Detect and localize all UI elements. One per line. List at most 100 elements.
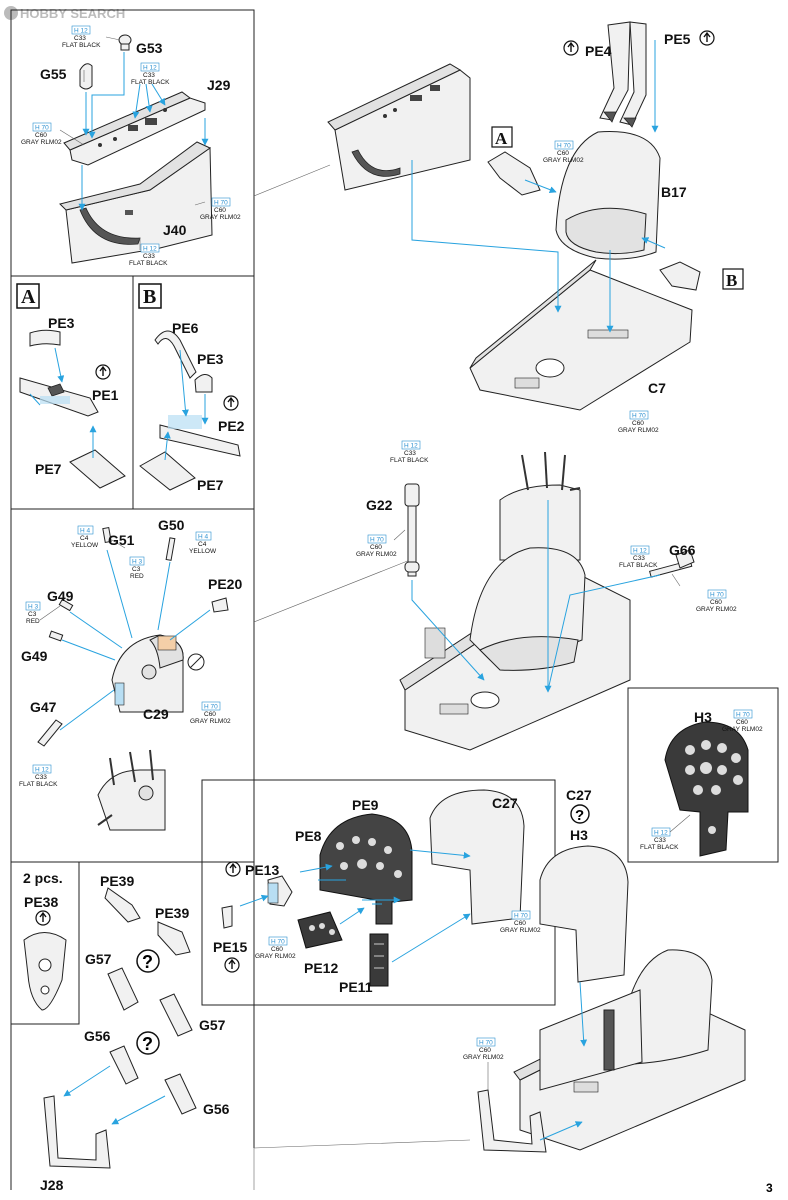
section-a-badge-ref: A: [491, 126, 513, 148]
label-g49-b: G49: [21, 648, 48, 664]
label-j29: J29: [207, 77, 231, 93]
pe39-part: [104, 887, 141, 923]
label-c27-b: C27: [566, 787, 592, 803]
svg-text:C33: C33: [654, 837, 666, 844]
c27-panel-part: [429, 789, 525, 925]
paint-callout-h4: H 4 C4 YELLOW: [71, 525, 99, 549]
j28-bracket-part: [43, 1095, 111, 1169]
paint-callout-h12: H 12 C33 FLAT BLACK: [640, 827, 679, 851]
g22-stick-part: [404, 483, 420, 577]
label-pe8: PE8: [295, 828, 322, 844]
svg-text:RED: RED: [130, 573, 144, 580]
svg-text:C33: C33: [143, 72, 155, 79]
label-g50: G50: [158, 517, 185, 533]
svg-text:FLAT BLACK: FLAT BLACK: [390, 457, 429, 464]
svg-text:C60: C60: [514, 920, 526, 927]
c27-h3-panel-part: [539, 845, 629, 983]
panel-frames: [10, 9, 779, 1190]
g47-part: [37, 719, 63, 747]
label-g56: G56: [84, 1028, 111, 1044]
g50-part: [165, 537, 176, 561]
up-arrow-icon: [563, 40, 579, 56]
svg-text:C60: C60: [479, 1047, 491, 1054]
c7-floor-part: [469, 259, 693, 411]
svg-text:H 70: H 70: [632, 413, 646, 420]
svg-text:C60: C60: [204, 711, 216, 718]
pe7-part-b: [139, 451, 196, 491]
label-g47: G47: [30, 699, 57, 715]
svg-text:GRAY RLM02: GRAY RLM02: [21, 139, 62, 146]
question-mark-icon: ?: [570, 804, 590, 824]
svg-text:GRAY RLM02: GRAY RLM02: [722, 726, 763, 733]
question-mark-icon: ?: [136, 1031, 160, 1055]
svg-text:GRAY RLM02: GRAY RLM02: [463, 1054, 504, 1061]
j29-console-part: [63, 91, 206, 166]
svg-text:YELLOW: YELLOW: [71, 542, 99, 549]
paint-callout-h12: H 12 C33 FLAT BLACK: [62, 25, 101, 49]
j40-sidewall-part: [59, 141, 213, 264]
seat-bracket-a-part: [487, 151, 541, 196]
svg-text:C60: C60: [632, 420, 644, 427]
svg-text:C4: C4: [198, 541, 207, 548]
svg-text:H 3: H 3: [28, 604, 39, 611]
up-arrow-icon: [95, 364, 111, 380]
label-g53: G53: [136, 40, 163, 56]
g57-part: [107, 967, 139, 1011]
section-a-badge: A: [16, 283, 40, 309]
svg-text:C33: C33: [74, 35, 86, 42]
label-pe1: PE1: [92, 387, 119, 403]
g49-part: [48, 598, 74, 642]
watermark-text: HOBBY SEARCH: [20, 6, 125, 21]
svg-text:H 70: H 70: [710, 592, 724, 599]
paint-callout-h70: H 70 C60 GRAY RLM02: [21, 122, 62, 146]
svg-text:H 4: H 4: [198, 534, 209, 541]
seat-bracket-b-part: [659, 261, 701, 291]
paint-callout-h3: H 3 C3 RED: [25, 601, 41, 625]
svg-text:H 3: H 3: [132, 559, 143, 566]
paint-callout-h12: H 12 C33 FLAT BLACK: [619, 545, 658, 569]
j28-final-part: [477, 1089, 547, 1153]
final-cockpit-assembly-part: [513, 949, 746, 1151]
label-pe6: PE6: [172, 320, 199, 336]
svg-text:GRAY RLM02: GRAY RLM02: [356, 551, 397, 558]
label-pe7-b: PE7: [197, 477, 224, 493]
svg-text:B: B: [143, 286, 156, 308]
pe15-part: [221, 905, 233, 929]
svg-text:H 12: H 12: [654, 830, 668, 837]
label-pe7: PE7: [35, 461, 62, 477]
label-pe3: PE3: [48, 315, 75, 331]
svg-text:?: ?: [142, 952, 153, 972]
panel-h3: [627, 687, 779, 863]
svg-text:C33: C33: [35, 774, 47, 781]
label-pe15: PE15: [213, 939, 247, 955]
svg-text:C33: C33: [143, 253, 155, 260]
paint-callout-h70: H 70 C60 GRAY RLM02: [696, 589, 737, 613]
label-c27: C27: [492, 795, 518, 811]
console-part: [327, 63, 471, 191]
svg-text:GRAY RLM02: GRAY RLM02: [200, 214, 241, 221]
paint-callout-h70: H 70 C60 GRAY RLM02: [543, 140, 584, 164]
svg-text:B: B: [726, 271, 737, 290]
svg-text:FLAT BLACK: FLAT BLACK: [619, 562, 658, 569]
svg-text:FLAT BLACK: FLAT BLACK: [62, 42, 101, 49]
pe3-part: [29, 329, 61, 347]
console-assembled-part: [499, 451, 581, 561]
pe11-part: [369, 933, 389, 987]
g51-part: [102, 527, 112, 543]
svg-text:FLAT BLACK: FLAT BLACK: [19, 781, 58, 788]
paint-callout-h70: H 70 C60 GRAY RLM02: [190, 701, 231, 725]
panel-pe38: [10, 861, 80, 1025]
label-c29: C29: [143, 706, 169, 722]
label-g55: G55: [40, 66, 67, 82]
svg-text:C60: C60: [710, 599, 722, 606]
watermark: HOBBY SEARCH: [4, 6, 125, 21]
svg-text:C60: C60: [736, 719, 748, 726]
paint-callout-h70: H 70 C60 GRAY RLM02: [356, 534, 397, 558]
svg-text:C60: C60: [35, 132, 47, 139]
svg-text:C3: C3: [28, 611, 37, 618]
svg-text:C60: C60: [214, 207, 226, 214]
cockpit-assembly-part: [399, 547, 631, 751]
svg-text:H 70: H 70: [204, 704, 218, 711]
svg-text:FLAT BLACK: FLAT BLACK: [131, 79, 170, 86]
